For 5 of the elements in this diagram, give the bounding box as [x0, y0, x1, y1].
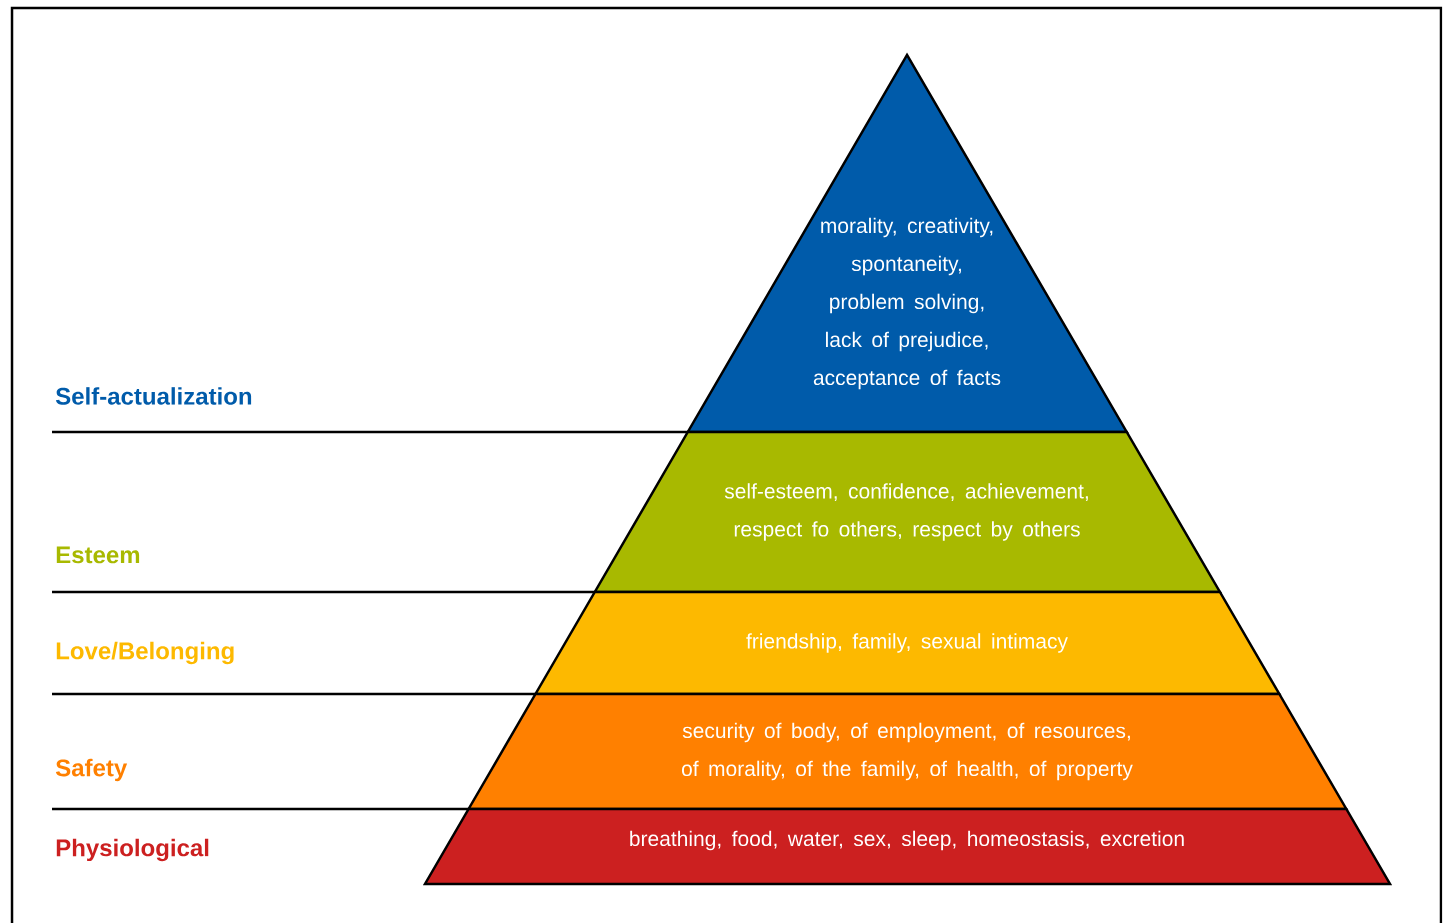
- level-label: Love/Belonging: [56, 641, 234, 665]
- level-label: Self-actualization: [55, 387, 252, 405]
- level-label: Safety: [55, 758, 128, 782]
- level-label: Physiological: [56, 838, 209, 862]
- level-label: Esteem: [56, 546, 140, 564]
